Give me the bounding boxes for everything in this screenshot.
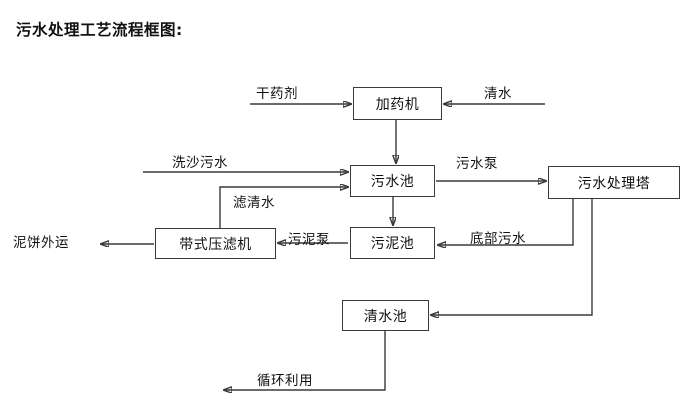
node-label-wastewater-pool: 污水池 (370, 174, 415, 190)
node-label-belt-filter-press: 带式压滤机 (179, 236, 252, 253)
edge-label-recycle-use: 循环利用 (257, 373, 313, 389)
io-label-clean-water-in: 清水 (484, 86, 512, 102)
node-belt-filter-press[interactable]: 带式压滤机 (155, 228, 276, 259)
node-label-dosing-machine: 加药机 (375, 96, 420, 113)
io-label-mud-cake-out: 泥饼外运 (13, 235, 69, 251)
edge-label-sludge-pump: 污泥泵 (288, 232, 330, 248)
page-title: 污水处理工艺流程框图: (16, 21, 183, 39)
node-sludge-pool[interactable]: 污泥池 (350, 227, 435, 259)
edge-label-sewage-pump: 污水泵 (456, 156, 498, 172)
node-clean-water-pool[interactable]: 清水池 (342, 300, 429, 331)
edge-label-filtered-water: 滤清水 (233, 195, 275, 211)
node-label-sludge-pool: 污泥池 (370, 236, 415, 252)
node-wastewater-pool[interactable]: 污水池 (350, 165, 435, 197)
node-label-clean-water-pool: 清水池 (363, 308, 408, 325)
io-label-sand-wash-wastewater: 洗沙污水 (172, 155, 228, 171)
io-label-dry-chemical: 干药剂 (256, 86, 298, 102)
node-label-treatment-tower: 污水处理塔 (577, 175, 651, 192)
node-treatment-tower[interactable]: 污水处理塔 (548, 166, 680, 199)
edge-label-bottom-sewage: 底部污水 (470, 231, 526, 247)
node-dosing-machine[interactable]: 加药机 (353, 87, 442, 120)
wire-tower-to-clean-water-pool (431, 199, 593, 315)
